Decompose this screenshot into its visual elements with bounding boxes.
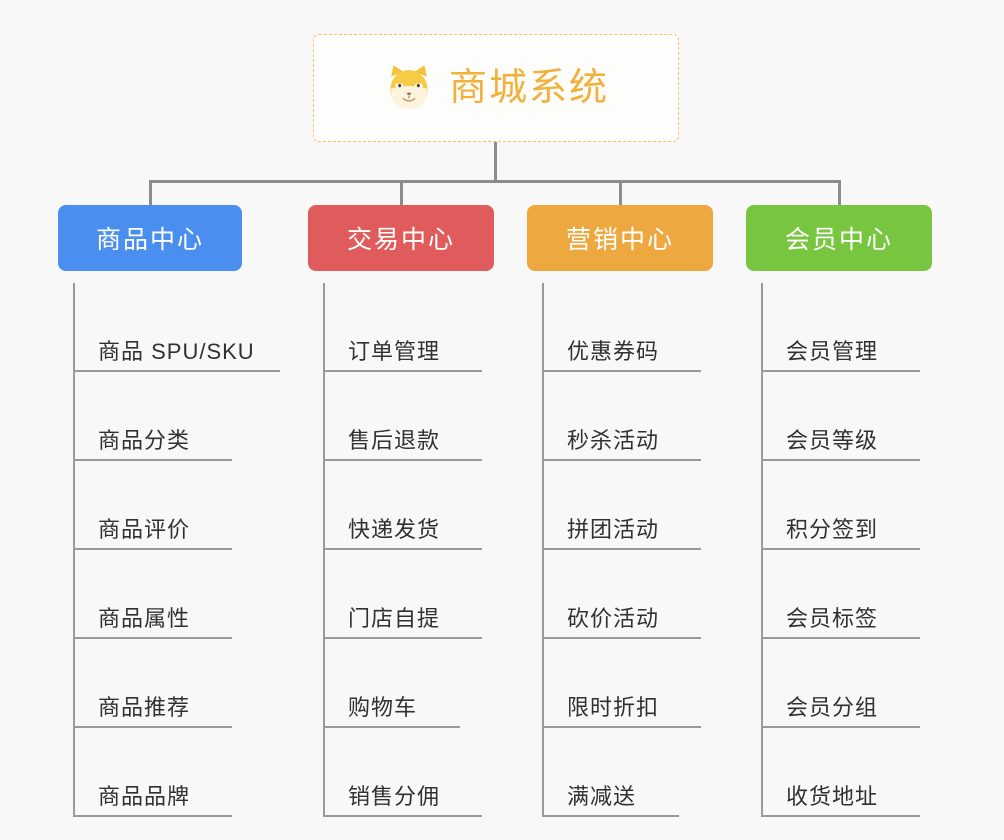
leaf-label: 拼团活动 [567, 516, 660, 542]
category-label: 交易中心 [346, 226, 455, 254]
leaf-label: 商品 SPU/SKU [98, 338, 255, 364]
leaf-item[interactable]: 会员管理 [762, 283, 920, 372]
leaf-label: 购物车 [348, 694, 418, 720]
category-column-trade: 交易中心 订单管理 售后退款 快递发货 门店自提 购物车 销售分佣 [308, 205, 494, 817]
category-label: 会员中心 [784, 226, 893, 254]
leaf-label: 商品分类 [98, 427, 191, 453]
leaf-item[interactable]: 砍价活动 [543, 550, 701, 639]
leaf-label: 商品推荐 [98, 694, 191, 720]
leaf-group-member: 会员管理 会员等级 积分签到 会员标签 会员分组 收货地址 [746, 283, 932, 817]
leaf-item[interactable]: 秒杀活动 [543, 372, 701, 461]
leaf-spine [542, 283, 544, 817]
leaf-item[interactable]: 满减送 [543, 728, 679, 817]
leaf-label: 快递发货 [348, 516, 441, 542]
category-header-trade[interactable]: 交易中心 [308, 205, 494, 271]
leaf-item[interactable]: 会员分组 [762, 639, 920, 728]
leaf-group-marketing: 优惠券码 秒杀活动 拼团活动 砍价活动 限时折扣 满减送 [527, 283, 713, 817]
root-title: 商城系统 [448, 67, 609, 109]
connector-root-stem [494, 142, 497, 182]
category-label: 营销中心 [565, 226, 674, 254]
root-node[interactable]: 商城系统 [313, 34, 679, 142]
leaf-item[interactable]: 销售分佣 [324, 728, 482, 817]
leaf-label: 商品属性 [98, 605, 191, 631]
connector-drop-1 [149, 180, 152, 207]
connector-drop-3 [619, 180, 622, 207]
shiba-dog-face-icon [383, 62, 435, 114]
connector-drop-2 [400, 180, 403, 207]
leaf-group-trade: 订单管理 售后退款 快递发货 门店自提 购物车 销售分佣 [308, 283, 494, 817]
leaf-item[interactable]: 限时折扣 [543, 639, 701, 728]
leaf-label: 限时折扣 [567, 694, 660, 720]
connector-bus-bar [149, 180, 841, 183]
leaf-item[interactable]: 积分签到 [762, 461, 920, 550]
leaf-label: 会员管理 [786, 338, 879, 364]
leaf-label: 会员标签 [786, 605, 879, 631]
category-header-product[interactable]: 商品中心 [58, 205, 242, 271]
leaf-label: 门店自提 [348, 605, 441, 631]
category-header-member[interactable]: 会员中心 [746, 205, 932, 271]
leaf-label: 优惠券码 [567, 338, 660, 364]
leaf-item[interactable]: 会员标签 [762, 550, 920, 639]
leaf-label: 秒杀活动 [567, 427, 660, 453]
leaf-item[interactable]: 拼团活动 [543, 461, 701, 550]
leaf-item[interactable]: 商品品牌 [74, 728, 232, 817]
leaf-item[interactable]: 商品推荐 [74, 639, 232, 728]
leaf-label: 砍价活动 [567, 605, 660, 631]
leaf-item[interactable]: 订单管理 [324, 283, 482, 372]
connector-drop-4 [838, 180, 841, 207]
leaf-spine [73, 283, 75, 817]
leaf-spine [323, 283, 325, 817]
category-column-product: 商品中心 商品 SPU/SKU 商品分类 商品评价 商品属性 商品推荐 商品品牌 [58, 205, 280, 817]
leaf-label: 商品评价 [98, 516, 191, 542]
leaf-item[interactable]: 会员等级 [762, 372, 920, 461]
leaf-label: 销售分佣 [348, 783, 441, 809]
leaf-item[interactable]: 商品评价 [74, 461, 232, 550]
leaf-item[interactable]: 商品分类 [74, 372, 232, 461]
category-label: 商品中心 [95, 226, 204, 254]
leaf-item[interactable]: 门店自提 [324, 550, 482, 639]
leaf-spine [761, 283, 763, 817]
leaf-group-product: 商品 SPU/SKU 商品分类 商品评价 商品属性 商品推荐 商品品牌 [58, 283, 280, 817]
leaf-item[interactable]: 商品 SPU/SKU [74, 283, 280, 372]
leaf-label: 积分签到 [786, 516, 879, 542]
leaf-item[interactable]: 购物车 [324, 639, 460, 728]
leaf-label: 会员等级 [786, 427, 879, 453]
leaf-label: 会员分组 [786, 694, 879, 720]
leaf-item[interactable]: 优惠券码 [543, 283, 701, 372]
leaf-label: 订单管理 [348, 338, 441, 364]
leaf-label: 收货地址 [786, 783, 879, 809]
leaf-item[interactable]: 快递发货 [324, 461, 482, 550]
category-header-marketing[interactable]: 营销中心 [527, 205, 713, 271]
leaf-item[interactable]: 收货地址 [762, 728, 920, 817]
leaf-label: 商品品牌 [98, 783, 191, 809]
category-column-member: 会员中心 会员管理 会员等级 积分签到 会员标签 会员分组 收货地址 [746, 205, 932, 817]
leaf-item[interactable]: 售后退款 [324, 372, 482, 461]
leaf-label: 满减送 [567, 783, 637, 809]
leaf-item[interactable]: 商品属性 [74, 550, 232, 639]
category-column-marketing: 营销中心 优惠券码 秒杀活动 拼团活动 砍价活动 限时折扣 满减送 [527, 205, 713, 817]
leaf-label: 售后退款 [348, 427, 441, 453]
